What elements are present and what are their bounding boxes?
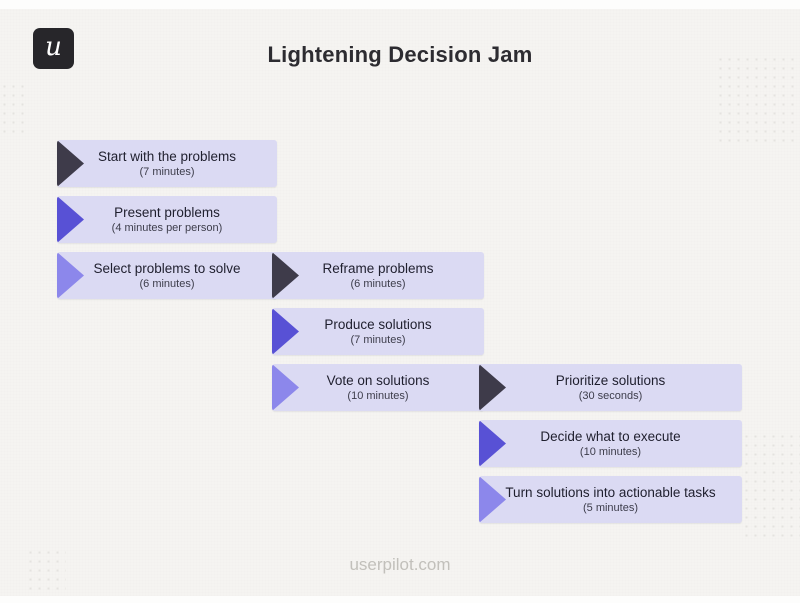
dot-pattern	[0, 82, 28, 134]
footer-url: userpilot.com	[349, 555, 451, 574]
step-title: Decide what to execute	[540, 429, 681, 445]
step-duration: (30 seconds)	[578, 389, 643, 402]
step-produce-solutions: Produce solutions (7 minutes)	[272, 308, 484, 355]
bottom-edge	[0, 596, 800, 603]
dot-pattern	[716, 55, 800, 147]
arrow-right-icon	[272, 364, 299, 411]
step-title: Present problems	[114, 205, 220, 221]
arrow-right-icon	[57, 196, 84, 243]
step-duration: (7 minutes)	[350, 333, 406, 346]
step-duration: (6 minutes)	[139, 277, 195, 290]
arrow-right-icon	[57, 140, 84, 187]
arrow-right-icon	[272, 308, 299, 355]
step-title: Start with the problems	[97, 149, 237, 165]
step-duration: (4 minutes per person)	[111, 221, 223, 234]
step-turn-solutions-into-tasks: Turn solutions into actionable tasks (5 …	[479, 476, 742, 523]
arrow-right-icon	[57, 252, 84, 299]
logo-letter: u	[45, 31, 62, 62]
arrow-right-icon	[272, 252, 299, 299]
dot-pattern	[742, 432, 800, 538]
step-title: Turn solutions into actionable tasks	[505, 485, 716, 501]
arrow-right-icon	[479, 420, 506, 467]
step-vote-on-solutions: Vote on solutions (10 minutes)	[272, 364, 484, 411]
step-duration: (10 minutes)	[347, 389, 409, 402]
top-edge	[0, 0, 800, 9]
page-title: Lightening Decision Jam	[267, 42, 533, 67]
arrow-right-icon	[479, 364, 506, 411]
step-select-problems: Select problems to solve (6 minutes)	[57, 252, 277, 299]
step-reframe-problems: Reframe problems (6 minutes)	[272, 252, 484, 299]
step-present-problems: Present problems (4 minutes per person)	[57, 196, 277, 243]
arrow-right-icon	[479, 476, 506, 523]
step-prioritize-solutions: Prioritize solutions (30 seconds)	[479, 364, 742, 411]
step-duration: (6 minutes)	[350, 277, 406, 290]
step-title: Vote on solutions	[326, 373, 430, 389]
step-title: Select problems to solve	[93, 261, 241, 277]
step-duration: (7 minutes)	[139, 165, 195, 178]
step-decide-what-to-execute: Decide what to execute (10 minutes)	[479, 420, 742, 467]
step-duration: (5 minutes)	[582, 501, 639, 514]
step-start-with-problems: Start with the problems (7 minutes)	[57, 140, 277, 187]
step-title: Reframe problems	[322, 261, 434, 277]
step-title: Prioritize solutions	[555, 373, 666, 389]
step-title: Produce solutions	[324, 317, 432, 333]
userpilot-logo: u	[33, 28, 74, 69]
step-duration: (10 minutes)	[579, 445, 642, 458]
